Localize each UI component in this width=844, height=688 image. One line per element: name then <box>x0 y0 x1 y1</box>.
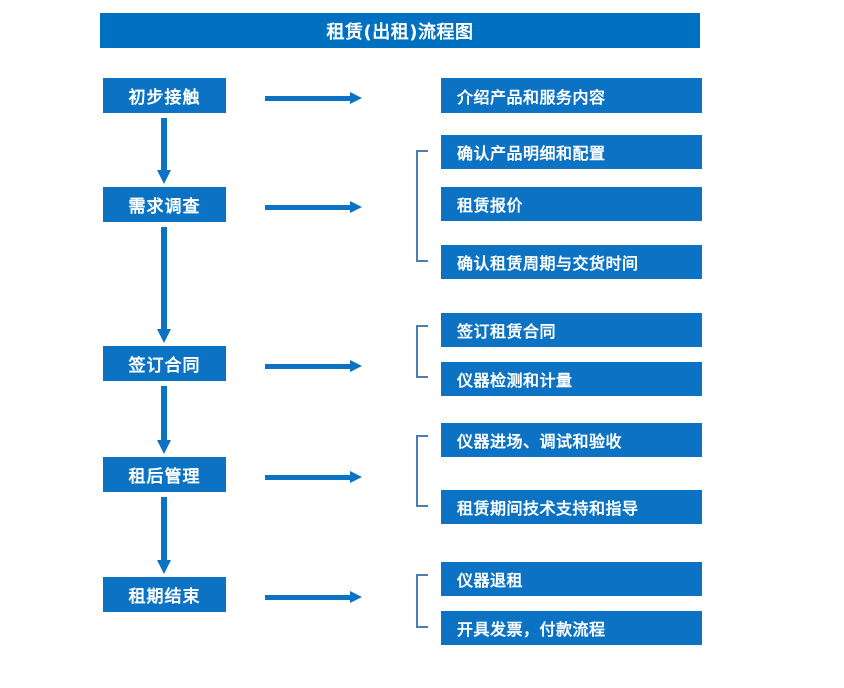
horizontal-arrow-icon-5 <box>265 588 362 603</box>
group-bracket-4 <box>416 435 428 507</box>
horizontal-arrow-icon-1 <box>265 89 362 104</box>
detail-box-5[interactable]: 签订租赁合同 <box>441 313 702 347</box>
stage-box-1[interactable]: 初步接触 <box>103 78 226 113</box>
detail-box-3[interactable]: 租赁报价 <box>441 187 702 221</box>
group-bracket-5 <box>416 574 428 628</box>
detail-box-2[interactable]: 确认产品明细和配置 <box>441 135 702 169</box>
group-bracket-3 <box>416 325 428 378</box>
stage-box-5[interactable]: 租期结束 <box>103 577 226 612</box>
detail-box-7[interactable]: 仪器进场、调试和验收 <box>441 423 702 457</box>
detail-box-9[interactable]: 仪器退租 <box>441 562 702 596</box>
detail-box-1[interactable]: 介绍产品和服务内容 <box>441 78 702 113</box>
vertical-arrow-icon-1 <box>157 118 171 184</box>
horizontal-arrow-icon-3 <box>265 357 362 372</box>
group-bracket-2 <box>416 150 428 262</box>
detail-box-8[interactable]: 租赁期间技术支持和指导 <box>441 490 702 524</box>
horizontal-arrow-icon-2 <box>265 198 362 213</box>
vertical-arrow-icon-4 <box>157 497 171 574</box>
vertical-arrow-icon-3 <box>157 386 171 454</box>
detail-box-10[interactable]: 开具发票，付款流程 <box>441 611 702 645</box>
vertical-arrow-icon-2 <box>157 227 171 343</box>
detail-box-6[interactable]: 仪器检测和计量 <box>441 362 702 396</box>
page-title: 租赁(出租)流程图 <box>100 13 700 48</box>
horizontal-arrow-icon-4 <box>265 468 362 483</box>
detail-box-4[interactable]: 确认租赁周期与交货时间 <box>441 245 702 279</box>
stage-box-3[interactable]: 签订合同 <box>103 346 226 381</box>
stage-box-4[interactable]: 租后管理 <box>103 457 226 492</box>
stage-box-2[interactable]: 需求调查 <box>103 187 226 222</box>
